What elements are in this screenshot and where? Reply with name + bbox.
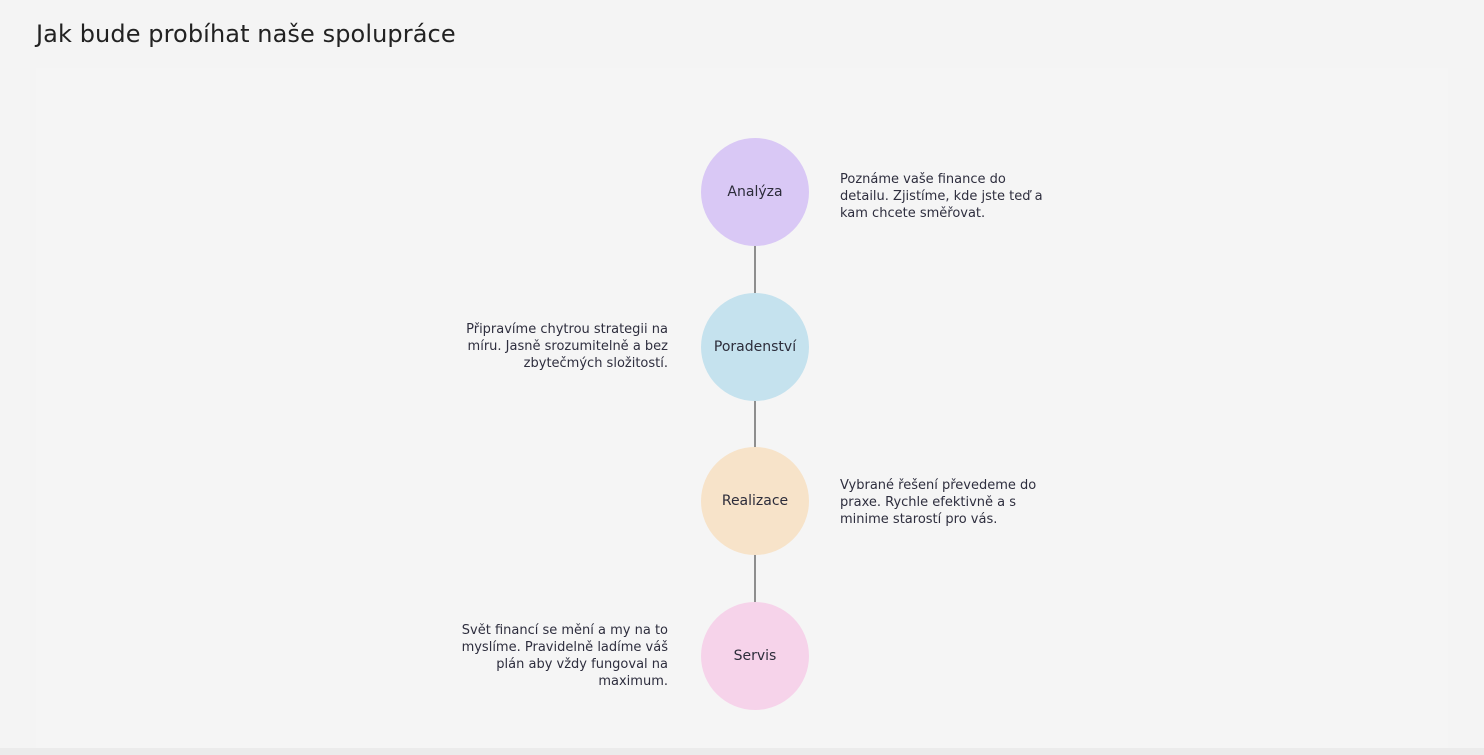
connector-line-1: [754, 244, 756, 294]
step-label: Realizace: [721, 493, 789, 509]
connector-line-3: [754, 553, 756, 603]
step-description-servis: Svět financí se mění a my na to myslíme.…: [461, 623, 668, 689]
step-description-poradenstvi: Připravíme chytrou strategii na míru. Ja…: [466, 322, 668, 371]
step-description-analyza: Poznáme vaše finance do detailu. Zjistím…: [840, 172, 1043, 221]
step-circle-servis: Servis: [701, 602, 809, 710]
step-circle-realizace: Realizace: [701, 447, 809, 555]
bottom-strip: [0, 748, 1484, 755]
step-label: Poradenství: [713, 339, 797, 355]
step-circle-analyza: Analýza: [701, 138, 809, 246]
step-circle-poradenstvi: Poradenství: [701, 293, 809, 401]
page-title: Jak bude probíhat naše spolupráce: [36, 20, 456, 48]
step-description-realizace: Vybrané řešení převedeme do praxe. Rychl…: [840, 478, 1037, 527]
step-label: Servis: [733, 648, 777, 664]
step-label: Analýza: [727, 184, 783, 200]
connector-line-2: [754, 399, 756, 449]
